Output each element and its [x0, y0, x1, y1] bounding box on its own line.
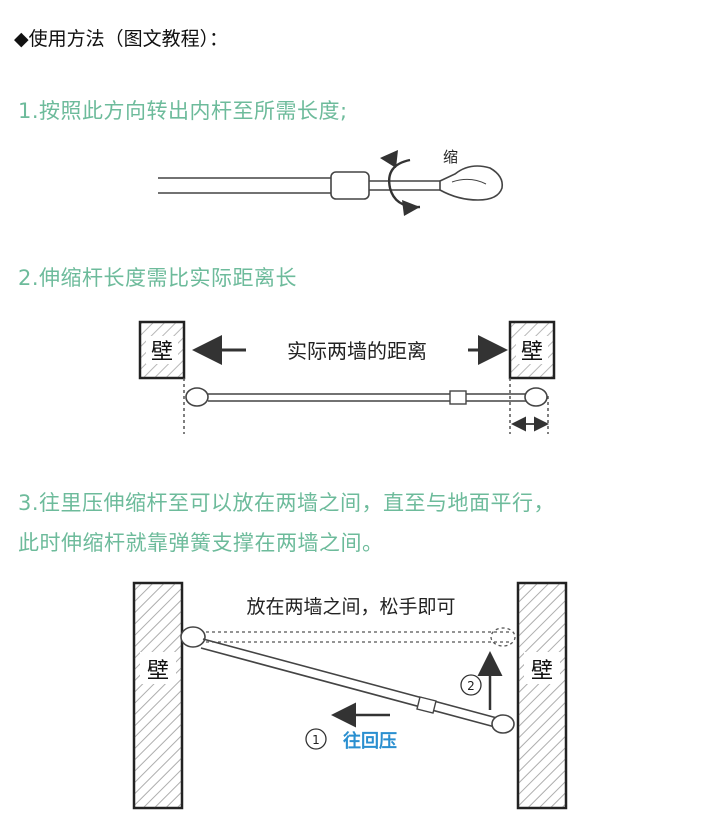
- step-number-1: [305, 728, 327, 750]
- figure-2-measure: 壁 壁 实际两墙的距离: [138, 320, 556, 434]
- wall-left-label: 壁: [147, 659, 169, 684]
- wall-right-label: 壁: [521, 340, 543, 365]
- rotation-arrow: [388, 158, 421, 209]
- distance-label: 实际两墙的距离: [287, 339, 427, 363]
- figure-1-twist-rod: 缩: [158, 148, 504, 216]
- figure-3-install: 壁 壁 放在两墙之间，松手即可 2 1 往回压: [132, 581, 568, 810]
- step-number-2: [460, 674, 482, 696]
- page-title: ◆使用方法（图文教程）：: [14, 28, 229, 50]
- svg-text:2: 2: [467, 679, 475, 693]
- rod: [202, 638, 498, 719]
- wall-right-label: 壁: [531, 659, 553, 684]
- svg-text:1: 1: [312, 733, 320, 747]
- wall-left-label: 壁: [151, 340, 173, 365]
- press-label: 往回压: [343, 730, 397, 752]
- step-3-text-line2: 此时伸缩杆就靠弹簧支撑在两墙之间。: [18, 531, 384, 555]
- step-3-text-line1: 3.往里压伸缩杆至可以放在两墙之间，直至与地面平行，: [18, 491, 556, 515]
- step-1-text: 1.按照此方向转出内杆至所需长度;: [18, 99, 348, 123]
- rod-end-cap: [439, 165, 504, 201]
- rod-joint: [330, 171, 370, 200]
- shrink-label: 缩: [443, 148, 458, 166]
- step-2-text: 2.伸缩杆长度需比实际距离长: [18, 266, 298, 290]
- place-label: 放在两墙之间，松手即可: [246, 596, 455, 618]
